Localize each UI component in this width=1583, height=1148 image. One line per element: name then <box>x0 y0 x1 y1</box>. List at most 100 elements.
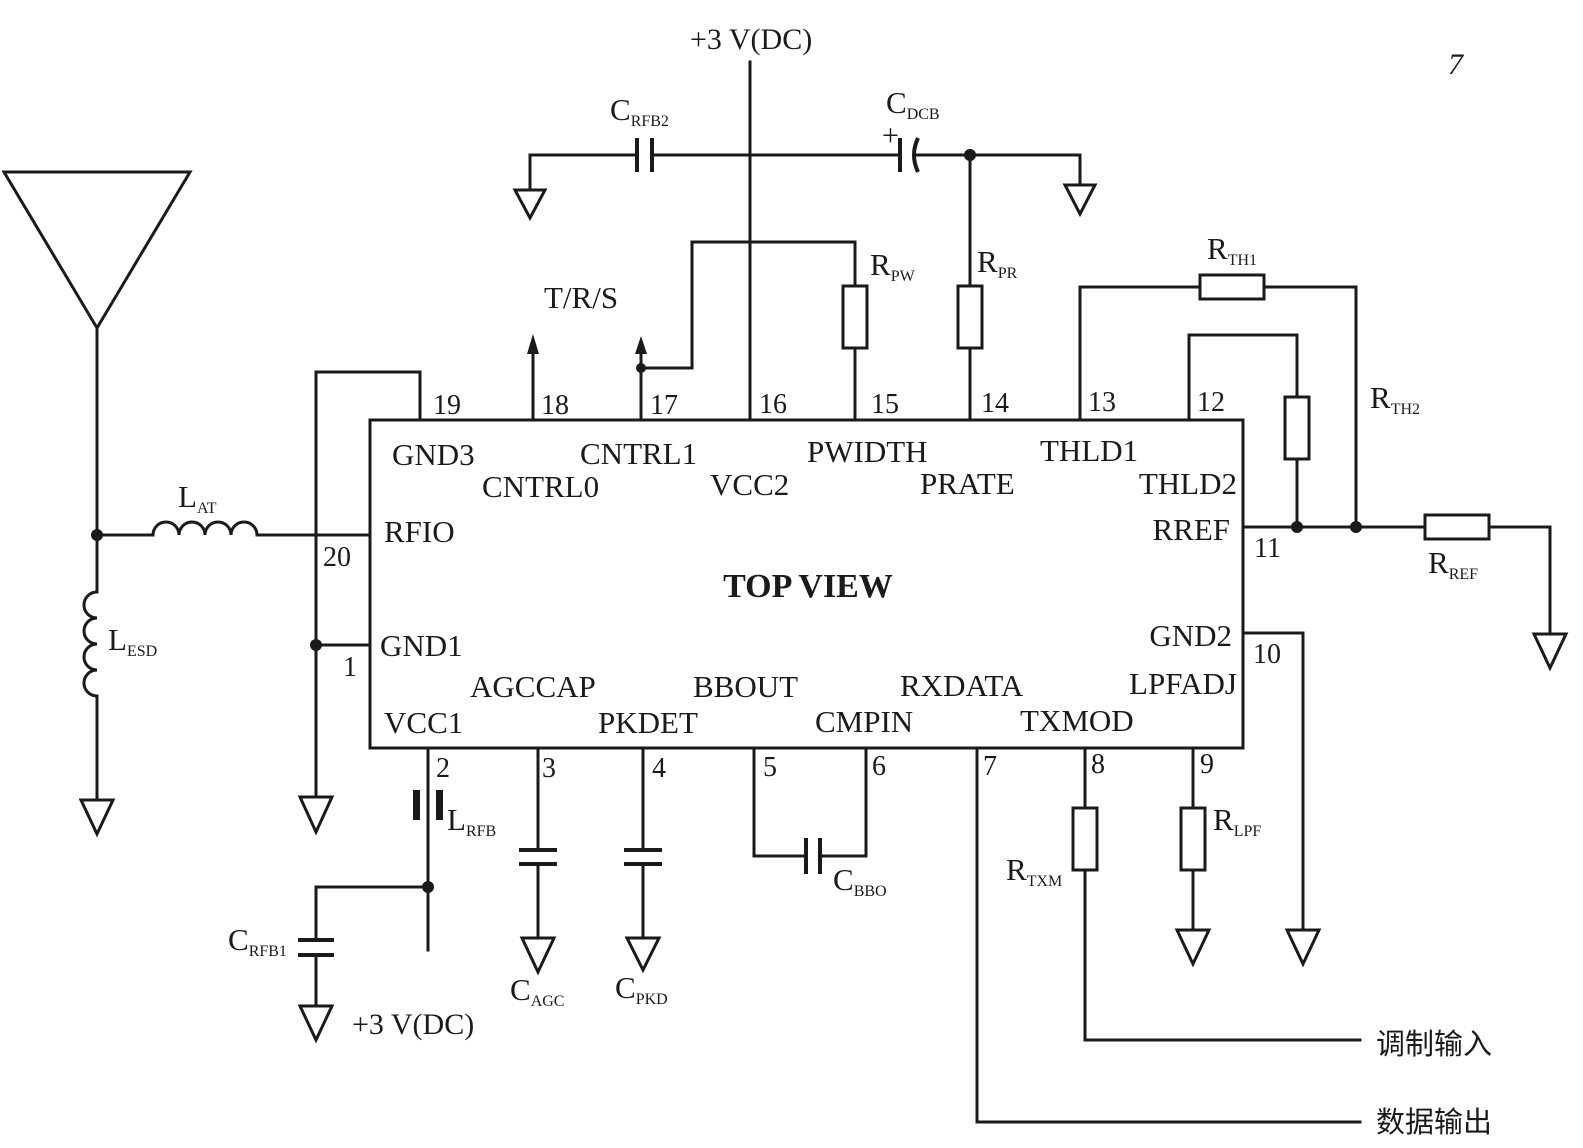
r-lpf-label: RLPF <box>1213 802 1261 840</box>
ic-body <box>368 418 1245 750</box>
pin-number-5: 5 <box>763 752 777 783</box>
r-txm-label: RTXM <box>1006 852 1062 890</box>
ground-icon <box>1284 928 1322 968</box>
pin-name-19: GND3 <box>392 437 475 472</box>
junction-dot <box>636 363 646 373</box>
c-bbo-label: CBBO <box>833 862 887 900</box>
pin18-output <box>527 334 539 422</box>
pin-number-16: 16 <box>759 389 787 420</box>
r-pw-resistor <box>841 284 869 350</box>
pin5-wire <box>752 746 808 858</box>
r-th2-label: RTH2 <box>1370 380 1420 418</box>
pin-number-15: 15 <box>871 389 899 420</box>
c-pkd-capacitor <box>624 848 662 866</box>
r-th2-resistor <box>1283 395 1311 461</box>
pin-number-7: 7 <box>983 751 997 782</box>
c-dcb-label: CDCB <box>886 85 940 123</box>
pin12-wire <box>1187 333 1299 422</box>
c-rfb1-label: CRFB1 <box>228 922 287 960</box>
ground-icon <box>512 188 548 222</box>
pin-number-14: 14 <box>981 388 1009 419</box>
pin-number-18: 18 <box>541 390 569 421</box>
r-pr-resistor <box>956 284 984 350</box>
ground-icon <box>1531 632 1569 672</box>
pin-name-18: CNTRL0 <box>482 469 599 504</box>
corner-mark: 7 <box>1448 48 1465 81</box>
c-dcb-capacitor <box>898 137 920 173</box>
pin-number-6: 6 <box>872 751 886 782</box>
data-output-label: 数据输出 <box>1376 1105 1492 1139</box>
l-at-inductor <box>151 520 259 537</box>
pin-name-2: VCC1 <box>384 705 463 740</box>
r-lpf-resistor <box>1179 806 1207 872</box>
gnd-loop-wire <box>314 370 422 797</box>
pin-number-1: 1 <box>343 652 357 683</box>
junction-dot <box>1291 521 1303 533</box>
pin-number-2: 2 <box>436 753 450 784</box>
pin-name-14: PRATE <box>920 466 1015 501</box>
pin-number-11: 11 <box>1254 533 1281 564</box>
junction-dot <box>1350 521 1362 533</box>
pin-name-17: CNTRL1 <box>580 436 697 471</box>
l-rfb-label: LRFB <box>447 802 496 840</box>
pin10-wire <box>1241 631 1305 932</box>
pin-name-16: VCC2 <box>710 467 789 502</box>
ground-icon <box>78 798 116 838</box>
pin-number-13: 13 <box>1088 387 1116 418</box>
pin-name-7: RXDATA <box>900 668 1024 703</box>
c-agc-capacitor <box>519 848 557 866</box>
pin-name-8: TXMOD <box>1020 703 1134 738</box>
ground-icon <box>624 936 662 974</box>
pin-number-3: 3 <box>542 753 556 784</box>
ground-icon <box>519 936 557 976</box>
r-ref-label: RREF <box>1428 545 1478 583</box>
r-th1-label: RTH1 <box>1207 231 1257 269</box>
pin-name-12: THLD2 <box>1139 466 1237 501</box>
pin-name-1: GND1 <box>380 628 463 663</box>
pin-name-4: PKDET <box>598 705 698 740</box>
l-rfb-ferrite <box>413 790 443 820</box>
pin-name-9: LPFADJ <box>1129 666 1237 701</box>
data-output-wire <box>975 746 1362 1124</box>
c-bbo-capacitor <box>804 838 822 874</box>
pin-name-10: GND2 <box>1149 618 1232 653</box>
control-label: T/R/S <box>544 280 618 315</box>
c-agc-label: CAGC <box>510 972 564 1010</box>
l-esd-inductor <box>82 590 99 698</box>
ground-icon <box>1174 928 1212 968</box>
c-pkd-label: CPKD <box>615 970 668 1008</box>
mod-input-label: 调制输入 <box>1376 1027 1492 1061</box>
pin13-wire <box>1078 285 1202 422</box>
decoupling-rail <box>528 153 1082 192</box>
pin-number-4: 4 <box>652 753 666 784</box>
ground-icon <box>297 795 335 836</box>
r-th1-wire <box>1262 285 1358 529</box>
pin-number-10: 10 <box>1253 639 1281 670</box>
pin-number-9: 9 <box>1200 749 1214 780</box>
pin-number-20: 20 <box>323 542 351 573</box>
c-rfb2-capacitor <box>635 138 654 172</box>
r-th1-resistor <box>1198 273 1266 301</box>
r-pr-label: RPR <box>977 244 1018 282</box>
r-ref-resistor <box>1423 513 1491 541</box>
r-txm-resistor <box>1071 806 1099 872</box>
pin-number-8: 8 <box>1091 749 1105 780</box>
c-rfb1-wire <box>314 885 430 940</box>
pin-name-6: CMPIN <box>815 704 913 739</box>
pin-name-15: PWIDTH <box>807 434 928 469</box>
top-supply-label: +3 V(DC) <box>690 23 812 56</box>
pin-name-3: AGCCAP <box>470 669 596 704</box>
pin-name-20: RFIO <box>384 514 455 549</box>
pin-name-11: RREF <box>1152 512 1230 547</box>
l-esd-label: LESD <box>108 622 157 660</box>
ground-icon <box>297 1004 335 1044</box>
pin-number-17: 17 <box>650 390 678 421</box>
c-dcb-polarity: + <box>882 119 899 152</box>
ground-icon <box>1062 183 1098 218</box>
bottom-supply-label: +3 V(DC) <box>352 1008 474 1041</box>
pin-name-5: BBOUT <box>693 669 798 704</box>
r-pw-label: RPW <box>870 247 916 285</box>
antenna-icon <box>1 170 193 331</box>
pin-number-12: 12 <box>1197 387 1225 418</box>
